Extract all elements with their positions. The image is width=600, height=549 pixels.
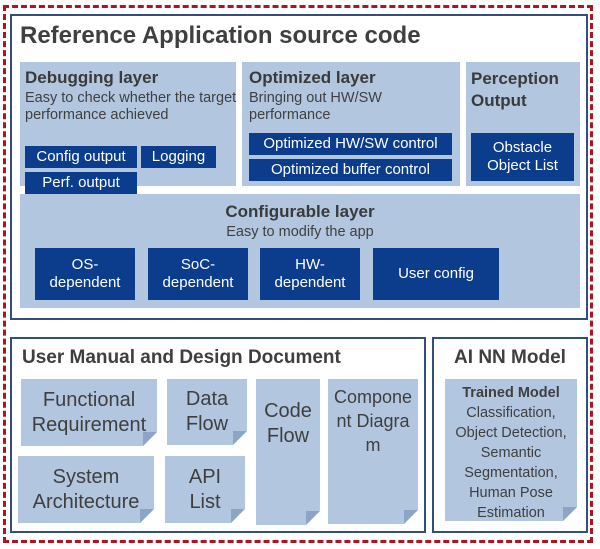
doc-component-diagram-label: Component Diagram — [333, 386, 413, 455]
debugging-layer-title: Debugging layer — [25, 68, 159, 87]
outer-dashed-frame — [3, 5, 593, 543]
doc-functional-requirement: Functional Requirement — [21, 379, 157, 446]
hw-dependent-box: HW-dependent — [260, 248, 360, 300]
reference-application-panel: Reference Application source code Debugg… — [10, 14, 588, 320]
trained-model-capabilities: Classification, Object Detection, Semant… — [455, 405, 567, 521]
soc-dependent-box: SoC-dependent — [148, 248, 248, 300]
page-fold-icon — [143, 432, 157, 446]
debugging-layer-description: Easy to check whether the target perform… — [25, 90, 237, 123]
reference-application-title: Reference Application source code — [20, 22, 421, 49]
configurable-layer: Configurable layer Easy to modify the ap… — [20, 194, 580, 308]
page-fold-icon — [563, 507, 577, 521]
perf-output-box: Perf. output — [25, 172, 137, 194]
doc-data-flow: Data Flow — [167, 379, 247, 445]
page-fold-icon — [306, 511, 320, 525]
optimized-layer-title: Optimized layer — [249, 68, 376, 87]
doc-system-architecture: System Architecture — [18, 456, 154, 523]
optimized-buffer-control-box: Optimized buffer control — [249, 159, 452, 181]
optimized-layer: Optimized layer Bringing out HW/SW perfo… — [242, 62, 460, 186]
optimized-layer-description: Bringing out HW/SW performance — [249, 90, 382, 123]
obstacle-object-list-box: Obstacle Object List — [471, 133, 574, 181]
page-fold-icon — [140, 509, 154, 523]
perception-output-layer: Perception Output Obstacle Object List — [466, 62, 580, 186]
configurable-layer-description: Easy to modify the app — [226, 224, 374, 240]
doc-api-list-label: API List — [188, 465, 222, 513]
user-config-box: User config — [373, 248, 499, 300]
doc-api-list: API List — [165, 456, 245, 523]
page-fold-icon — [231, 509, 245, 523]
perception-output-title: Perception Output — [471, 69, 559, 110]
doc-data-flow-label: Data Flow — [185, 388, 229, 435]
doc-system-architecture-label: System Architecture — [32, 465, 140, 513]
logging-box: Logging — [141, 146, 216, 168]
trained-model-card: Trained Model Classification, Object Det… — [445, 379, 577, 521]
doc-code-flow-label: Code Flow — [264, 400, 312, 447]
config-output-box: Config output — [25, 146, 137, 168]
page-fold-icon — [233, 431, 247, 445]
doc-functional-requirement-label: Functional Requirement — [31, 388, 147, 436]
os-dependent-box: OS-dependent — [35, 248, 135, 300]
user-manual-title: User Manual and Design Document — [22, 347, 341, 368]
trained-model-title: Trained Model — [462, 385, 560, 401]
ai-nn-model-title: AI NN Model — [454, 347, 566, 368]
doc-component-diagram: Component Diagram — [328, 379, 418, 524]
page-fold-icon — [404, 510, 418, 524]
configurable-layer-title: Configurable layer — [225, 202, 375, 221]
ai-nn-model-panel: AI NN Model Trained Model Classification… — [432, 337, 588, 533]
optimized-hw-sw-control-box: Optimized HW/SW control — [249, 133, 452, 155]
doc-code-flow: Code Flow — [256, 379, 320, 525]
user-manual-panel: User Manual and Design Document Function… — [10, 337, 426, 533]
debugging-layer: Debugging layer Easy to check whether th… — [20, 62, 237, 194]
